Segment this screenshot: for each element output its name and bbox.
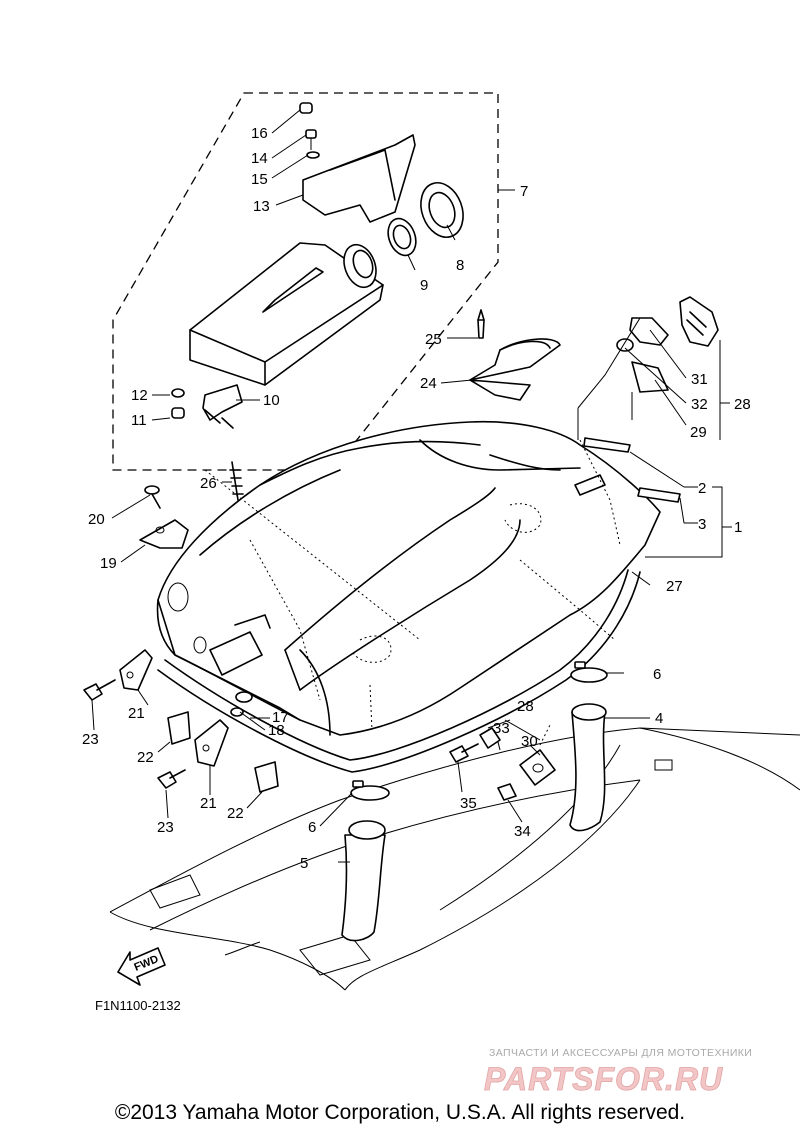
latch-assembly-part-28 xyxy=(616,296,719,393)
leader-lines xyxy=(91,109,732,863)
hinge-part-10 xyxy=(171,384,243,429)
callout-6: 6 xyxy=(308,819,316,836)
callout-14: 14 xyxy=(251,150,268,167)
hardware-14-15-16 xyxy=(299,102,320,159)
callout-35: 35 xyxy=(460,795,477,812)
lower-hardware-30-35 xyxy=(449,724,556,801)
callout-13: 13 xyxy=(253,198,270,215)
callout-3: 3 xyxy=(698,516,706,533)
callout-28: 28 xyxy=(734,396,751,413)
callout-25: 25 xyxy=(425,331,442,348)
callout-29: 29 xyxy=(690,424,707,441)
upper-cover-part-7 xyxy=(189,242,384,386)
copyright-notice: ©2013 Yamaha Motor Corporation, U.S.A. A… xyxy=(114,1101,686,1124)
callout-2: 2 xyxy=(698,480,706,497)
callout-labels: 1 2 3 4 5 6 6 7 8 9 10 11 12 13 14 15 16… xyxy=(82,125,751,872)
deck-part-1 xyxy=(156,420,661,736)
hull-outline xyxy=(109,727,800,991)
callout-21: 21 xyxy=(128,705,145,722)
seal-part-27 xyxy=(157,569,641,773)
callout-31: 31 xyxy=(691,371,708,388)
bracket-part-13 xyxy=(302,134,416,223)
diagram-code: F1N1100-2132 xyxy=(95,998,181,1013)
watermark-subtitle: ЗАПЧАСТИ И АКСЕССУАРЫ ДЛЯ МОТОТЕХНИКИ xyxy=(489,1047,752,1059)
watermark: ЗАПЧАСТИ И АКСЕССУАРЫ ДЛЯ МОТОТЕХНИКИ PA… xyxy=(484,1047,752,1097)
callout-26: 26 xyxy=(200,475,217,492)
callout-33: 33 xyxy=(493,720,510,737)
callout-9: 9 xyxy=(420,277,428,294)
forward-arrow-icon: FWD xyxy=(117,947,166,986)
callout-30: 30 xyxy=(521,733,538,750)
callout-8: 8 xyxy=(456,257,464,274)
callout-17: 17 xyxy=(272,709,289,726)
handle-part-24 xyxy=(469,309,561,401)
callout-15: 15 xyxy=(251,171,268,188)
callout-28: 28 xyxy=(517,698,534,715)
callout-34: 34 xyxy=(514,823,531,840)
callout-23: 23 xyxy=(157,819,174,836)
callout-27: 27 xyxy=(666,578,683,595)
callout-22: 22 xyxy=(137,749,154,766)
brackets-21-22-23 xyxy=(83,649,279,793)
callout-20: 20 xyxy=(88,511,105,528)
callout-4: 4 xyxy=(655,710,663,727)
callout-23: 23 xyxy=(82,731,99,748)
callout-12: 12 xyxy=(131,387,148,404)
callout-7: 7 xyxy=(520,183,528,200)
seal-rings-8-9 xyxy=(387,182,464,257)
callout-1: 1 xyxy=(734,519,742,536)
callout-22: 22 xyxy=(227,805,244,822)
watermark-brand: PARTSFOR.RU xyxy=(484,1061,723,1097)
callout-24: 24 xyxy=(420,375,437,392)
callout-11: 11 xyxy=(131,412,147,429)
callout-5: 5 xyxy=(300,855,308,872)
callout-10: 10 xyxy=(263,392,280,409)
hinge-parts-19-20-26 xyxy=(139,461,244,549)
pads-part-2-3 xyxy=(574,437,681,503)
callout-19: 19 xyxy=(100,555,117,572)
callout-32: 32 xyxy=(691,396,708,413)
plugs-17-18 xyxy=(230,691,253,717)
hoses-4-5 xyxy=(341,661,608,942)
sub-assembly-7-outline xyxy=(112,92,499,471)
callout-6: 6 xyxy=(653,666,661,683)
callout-16: 16 xyxy=(251,125,268,142)
callout-21: 21 xyxy=(200,795,217,812)
callout-18: 18 xyxy=(268,722,285,739)
